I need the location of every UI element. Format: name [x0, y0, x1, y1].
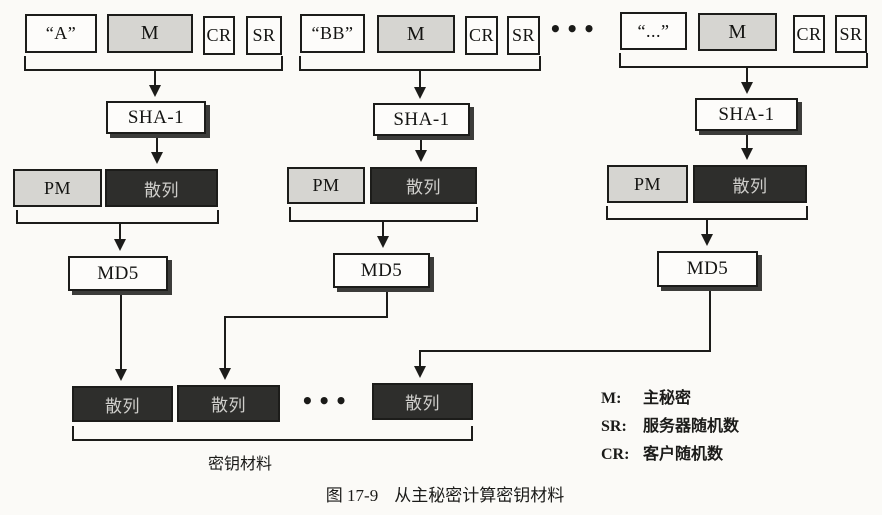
- ellipsis-output: •••: [301, 389, 352, 413]
- pre-master-box-2: PM: [287, 167, 365, 204]
- sha1-text: SHA-1: [718, 103, 775, 125]
- output-hash-box-3: 散列: [372, 383, 473, 420]
- output-hash-box-2: 散列: [177, 385, 280, 422]
- md5-text: MD5: [686, 258, 729, 279]
- sha1-box-2: SHA-1: [373, 103, 470, 136]
- pre-master-text: PM: [312, 175, 340, 195]
- pre-master-text: PM: [43, 177, 71, 198]
- client-random-text: CR: [468, 25, 494, 45]
- legend-abbr: M:: [601, 390, 622, 407]
- md5-box-1: MD5: [68, 256, 168, 291]
- bracket-pm-hash-2: [289, 207, 478, 222]
- client-random-box-3: CR: [793, 15, 825, 53]
- master-secret-box-3: M: [698, 13, 777, 51]
- hash-text: 散列: [144, 180, 179, 200]
- key-material-label: 密钥材料: [207, 456, 272, 473]
- hash-box-2: 散列: [370, 167, 477, 204]
- arrow-md5-to-output-2: [219, 289, 388, 380]
- md5-text: MD5: [97, 262, 139, 284]
- master-secret-text: M: [406, 22, 426, 45]
- pre-master-box-3: PM: [607, 165, 688, 203]
- legend-meaning: 客户随机数: [643, 446, 724, 463]
- output-hash-text: 散列: [211, 396, 246, 415]
- legend-abbr: SR:: [601, 418, 627, 435]
- input-label-text: “BB”: [311, 23, 354, 43]
- server-random-box-1: SR: [246, 16, 282, 55]
- figure-number: 图 17-9: [325, 486, 379, 505]
- server-random-text: SR: [839, 23, 863, 44]
- ellipsis-top: •••: [549, 17, 600, 41]
- input-label-box-2: “BB”: [300, 14, 365, 53]
- md5-box-2: MD5: [333, 253, 430, 288]
- master-secret-box-1: M: [107, 14, 193, 53]
- client-random-box-2: CR: [465, 16, 498, 55]
- master-secret-box-2: M: [377, 15, 455, 53]
- client-random-text: CR: [796, 23, 822, 44]
- arrow-md5-to-output-3: [414, 288, 711, 378]
- sha1-box-3: SHA-1: [695, 98, 798, 131]
- client-random-box-1: CR: [203, 16, 235, 55]
- output-hash-text: 散列: [105, 396, 140, 416]
- md5-text: MD5: [360, 259, 403, 281]
- bracket-inputs-2: [299, 56, 541, 71]
- server-random-box-2: SR: [507, 16, 540, 55]
- legend-item-sr: SR: 服务器随机数: [601, 413, 861, 441]
- legend-abbr: CR:: [601, 446, 630, 463]
- pre-master-box-1: PM: [13, 169, 102, 207]
- output-hash-text: 散列: [405, 394, 440, 413]
- bracket-key-material: [72, 426, 473, 441]
- master-secret-text: M: [140, 22, 160, 44]
- sha1-text: SHA-1: [393, 108, 450, 130]
- hash-text: 散列: [732, 176, 768, 196]
- hash-box-3: 散列: [693, 165, 807, 203]
- server-random-text: SR: [511, 25, 536, 45]
- legend-item-cr: CR: 客户随机数: [601, 441, 861, 469]
- figure-caption: 图 17-9 从主秘密计算密钥材料: [255, 481, 635, 506]
- legend-meaning: 主秘密: [643, 390, 692, 407]
- hash-text: 散列: [406, 178, 441, 197]
- client-random-text: CR: [206, 25, 232, 45]
- input-label-box-3: “...”: [620, 12, 687, 50]
- sha1-text: SHA-1: [127, 106, 185, 128]
- input-label-text: “...”: [637, 20, 670, 41]
- bracket-pm-hash-3: [606, 206, 808, 220]
- sha1-box-1: SHA-1: [106, 101, 206, 134]
- bracket-inputs-1: [24, 56, 283, 71]
- figure-title: 从主秘密计算密钥材料: [394, 486, 565, 505]
- server-random-box-3: SR: [835, 15, 867, 53]
- legend: M: 主秘密 SR: 服务器随机数 CR: 客户随机数: [601, 385, 861, 469]
- server-random-text: SR: [252, 25, 276, 45]
- bracket-inputs-3: [619, 53, 868, 68]
- pre-master-text: PM: [633, 173, 661, 194]
- md5-box-3: MD5: [657, 251, 758, 287]
- output-hash-box-1: 散列: [72, 386, 173, 422]
- legend-item-m: M: 主秘密: [601, 385, 861, 413]
- bracket-pm-hash-1: [16, 210, 219, 224]
- input-label-text: “A”: [45, 23, 77, 43]
- hash-box-1: 散列: [105, 169, 218, 207]
- master-secret-text: M: [728, 20, 747, 43]
- input-label-box-1: “A”: [25, 14, 97, 53]
- legend-meaning: 服务器随机数: [643, 418, 740, 435]
